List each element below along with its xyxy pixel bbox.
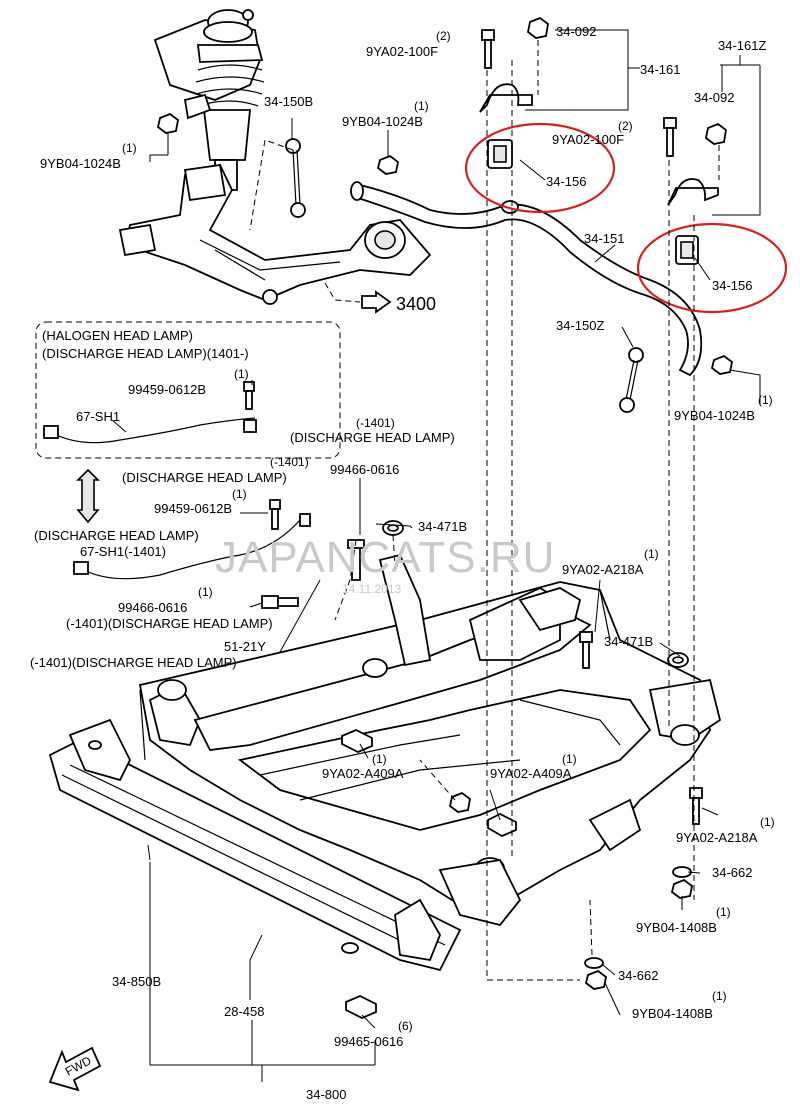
callout-34-092-right: 34-092 <box>694 90 734 105</box>
callout-9yb04-1024b-mid: 9YB04-1024B <box>342 114 423 129</box>
callout-9ya02-100f-top: 9YA02-100F <box>366 44 438 59</box>
callout-34-161z: 34-161Z <box>718 38 766 53</box>
callout-34-156-b: 34-156 <box>712 278 752 293</box>
leader-lines <box>111 29 761 1082</box>
callout-67-sh1-top: 67-SH1 <box>76 409 120 424</box>
callout-9ya02-a409a-mid: 9YA02-A409A <box>490 766 572 781</box>
callout-qty: (1) <box>760 815 775 829</box>
callout-9yb04-1024b-right: 9YB04-1024B <box>674 408 755 423</box>
callout-34-471b-top: 34-471B <box>418 519 467 534</box>
callout-discharge-mid: (DISCHARGE HEAD LAMP) <box>122 470 287 485</box>
callout-34-662-bottom: 34-662 <box>618 968 658 983</box>
callout-99459-0612b-mid: 99459-0612B <box>154 501 232 516</box>
callout-9yb04-1024b-left: 9YB04-1024B <box>40 156 121 171</box>
strut-assembly <box>153 9 265 191</box>
callout-67-sh1-mid: 67-SH1(-1401) <box>80 544 166 559</box>
callout-qty: (-1401) <box>270 455 309 469</box>
bracket-34-161z <box>667 178 719 265</box>
fasteners-bottom <box>261 595 703 1019</box>
callout-qty: (1) <box>562 752 577 766</box>
callout-qty: (1) <box>716 905 731 919</box>
callout-qty: (1) <box>232 487 247 501</box>
callout-discharge-left: (DISCHARGE HEAD LAMP) <box>34 528 199 543</box>
callout-34-850b: 34-850B <box>112 974 161 989</box>
bracket-34-161 <box>479 83 533 169</box>
callout-9ya02-100f-right: 9YA02-100F <box>552 132 624 147</box>
callout-99466-0616-top: 99466-0616 <box>330 462 399 477</box>
halogen-line2: (DISCHARGE HEAD LAMP)(1401-) <box>42 346 249 361</box>
double-arrow <box>76 468 100 524</box>
callout-34-471b-right: 34-471B <box>604 634 653 649</box>
subframe <box>138 553 722 927</box>
callout-34-161: 34-161 <box>640 62 680 77</box>
callout-34-150b: 34-150B <box>264 94 313 109</box>
callout-99459-0612b-top: 99459-0612B <box>128 382 206 397</box>
date-stamp: 14.11.2013 <box>342 582 401 596</box>
fasteners-top <box>156 16 733 375</box>
callout-51-21y: 51-21Y <box>224 639 266 654</box>
alignment-lines <box>249 40 720 981</box>
callout-qty: (-1401) <box>356 416 395 430</box>
callout-34-151: 34-151 <box>584 231 624 246</box>
callout-34-800: 34-800 <box>306 1087 346 1102</box>
callout-9yb04-1408b-top: 9YB04-1408B <box>636 920 717 935</box>
callout-9ya02-a409a-left: 9YA02-A409A <box>322 766 404 781</box>
callout-qty: (1) <box>644 547 659 561</box>
callout-labels: 34-092 (2) 9YA02-100F 34-161 34-161Z 34-… <box>30 24 775 1102</box>
highlight-circles <box>464 122 788 314</box>
callout-3400: 3400 <box>396 294 436 314</box>
halogen-line1: (HALOGEN HEAD LAMP) <box>42 328 193 343</box>
callout-qty: (1) <box>198 585 213 599</box>
callout-34-156-a: 34-156 <box>546 174 586 189</box>
callout-99465-0616: 99465-0616 <box>334 1034 403 1049</box>
watermark: JAPANCATS.RU <box>215 533 555 582</box>
callout-discharge-1401: (DISCHARGE HEAD LAMP) <box>290 430 455 445</box>
callout-qty: (6) <box>398 1019 413 1033</box>
callout-qty: (1) <box>758 393 773 407</box>
callout-qty: (1) <box>414 99 429 113</box>
callout-9ya02-a218a-bottom: 9YA02-A218A <box>676 830 758 845</box>
stabilizer-link-left <box>285 138 306 218</box>
callout-9yb04-1408b-bottom: 9YB04-1408B <box>632 1006 713 1021</box>
callout-qty: (2) <box>618 119 633 133</box>
callout-9ya02-a218a-top: 9YA02-A218A <box>562 562 644 577</box>
callout-34-150z: 34-150Z <box>556 318 604 333</box>
callout-qty: (2) <box>436 29 451 43</box>
fwd-arrow: FWD <box>48 1046 102 1092</box>
stabilizer-link-right <box>619 347 644 413</box>
grommets <box>382 520 689 668</box>
callout-qty: (1) <box>122 141 137 155</box>
front-beam <box>48 718 462 972</box>
callout-99466-note: (-1401)(DISCHARGE HEAD LAMP) <box>66 616 273 631</box>
callout-99466-0616-mid: 99466-0616 <box>118 600 187 615</box>
callout-28-458: 28-458 <box>224 1004 264 1019</box>
lower-control-arm <box>118 163 432 305</box>
callout-qty: (1) <box>712 989 727 1003</box>
halogen-box: (HALOGEN HEAD LAMP) (DISCHARGE HEAD LAMP… <box>35 321 341 459</box>
callout-51-21y-note: (-1401)(DISCHARGE HEAD LAMP) <box>30 655 237 670</box>
reference-3400: 3400 <box>324 282 436 314</box>
callout-34-092-top: 34-092 <box>556 24 596 39</box>
callout-34-662-top: 34-662 <box>712 865 752 880</box>
callout-qty: (1) <box>372 752 387 766</box>
callout-qty: (1) <box>234 367 249 381</box>
